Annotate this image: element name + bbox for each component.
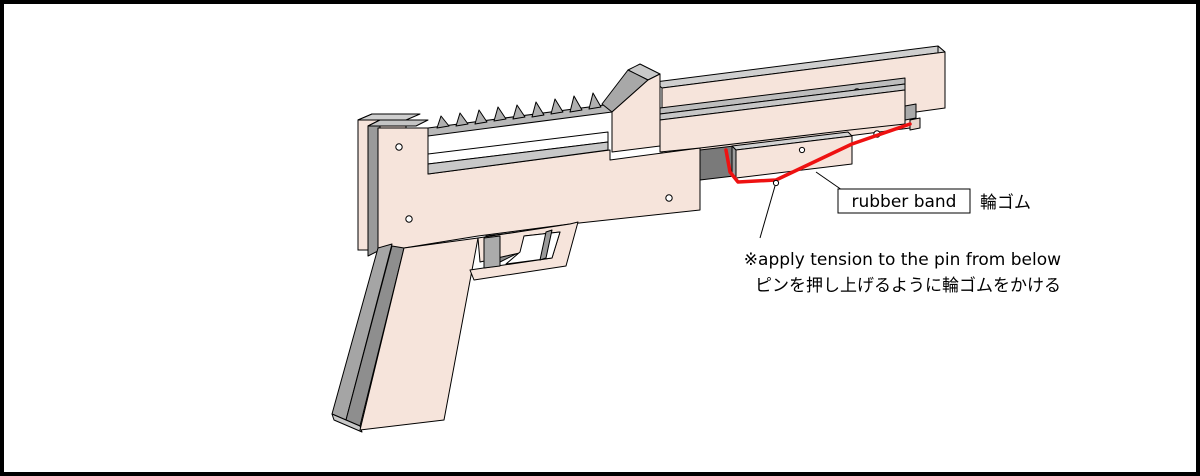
receiver-slot-lower <box>427 141 609 175</box>
grip <box>331 237 479 433</box>
trigger-guard <box>469 221 579 281</box>
guard-rear <box>483 235 501 269</box>
tension-note-jp: ピンを押し上げるように輪ゴムをかける <box>755 275 1061 296</box>
tooth <box>569 95 583 113</box>
latch-pin <box>798 146 806 154</box>
tooth <box>512 104 526 120</box>
tooth <box>531 101 545 118</box>
tooth <box>550 98 564 115</box>
muzzle-piece <box>904 103 917 121</box>
tooth <box>588 92 602 110</box>
grip-face <box>359 237 479 431</box>
tooth <box>493 106 507 122</box>
tooth <box>455 112 469 127</box>
rubber-band-label-box <box>837 188 971 214</box>
tooth <box>474 109 488 125</box>
mid-plate-top <box>367 119 429 127</box>
pin-hole <box>405 215 413 223</box>
ratchet-teeth <box>436 92 602 129</box>
upper-receiver <box>357 63 906 257</box>
pin-hole <box>395 143 403 151</box>
grip-bottom-edge <box>331 413 363 433</box>
lower-barrel-face <box>659 89 906 153</box>
rear-plate-top <box>357 113 421 121</box>
rubber-band-label-jp: 輪ゴム <box>980 192 1031 213</box>
pin-hole <box>665 194 673 202</box>
tension-note-en: ※apply tension to the pin from below <box>744 250 1061 270</box>
rubber-band-label-en: rubber band <box>852 192 957 212</box>
sight-tower-face <box>611 73 661 153</box>
tooth <box>436 115 450 129</box>
leader-line-rubber-band <box>815 171 843 191</box>
muzzle-piece-2 <box>909 117 921 131</box>
band-pin <box>772 179 780 187</box>
leader-line-tension <box>759 185 776 239</box>
rubber-band <box>724 122 912 184</box>
guard-side <box>539 229 553 261</box>
